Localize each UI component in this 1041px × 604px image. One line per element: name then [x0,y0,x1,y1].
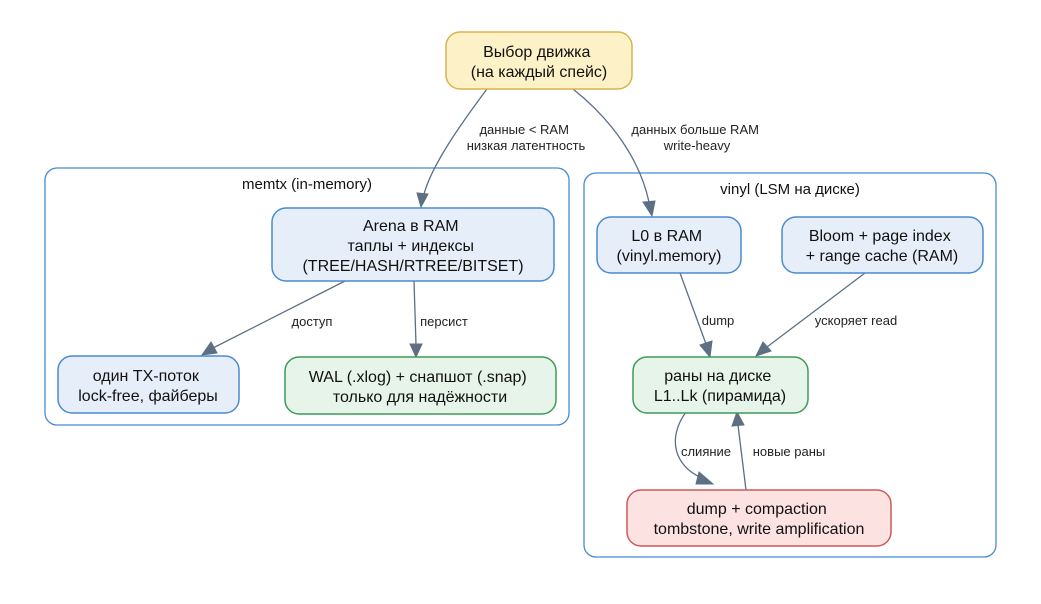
node-bloom-line-1: Bloom + page index [809,228,951,245]
edge-persist-arrow [409,343,423,359]
node-wal: WAL (.xlog) + снапшот (.snap) только для… [284,356,557,415]
edge-dump-line [679,272,707,345]
edge-dump-label: dump [702,313,735,328]
node-compaction: dump + compaction tombstone, write ampli… [626,489,892,547]
node-runs-box [632,356,809,414]
node-single-tx-box [57,355,240,414]
edge-speeds-read-label: ускоряет read [815,313,897,328]
node-l0-line-2: (vinyl.memory) [617,248,722,265]
node-engine-choice-box [445,31,633,90]
node-single-tx-line-2: lock-free, файберы [78,388,218,405]
edge-access-arrow [200,341,218,356]
node-engine-choice-line-2: (на каждый спейс) [471,64,608,81]
edge-to-memtx-label-line-1: данные < RAM [479,122,568,137]
node-arena-line-2: таплы + индексы [348,238,474,255]
node-l0-box [596,216,742,274]
edge-access-label: доступ [292,314,333,329]
node-runs-line-2: L1..Lk (пирамида) [654,388,786,405]
node-wal-line-1: WAL (.xlog) + снапшот (.snap) [309,369,527,386]
node-wal-box [284,356,557,415]
edge-speeds-read-line [766,272,866,348]
node-l0-text: L0 в RAM (vinyl.memory) [617,228,722,265]
edge-to-vinyl-label-line-1: данных больше RAM [631,122,759,137]
node-runs: раны на диске L1..Lk (пирамида) [632,356,809,414]
edge-to-memtx-line [423,88,488,195]
edge-merge: слияние [674,411,731,485]
node-bloom-text: Bloom + page index + range cache (RAM) [806,228,959,265]
edge-access: доступ [200,280,346,356]
node-compaction-box [626,489,892,547]
node-l0: L0 в RAM (vinyl.memory) [596,216,742,274]
edge-to-vinyl-line [572,88,650,203]
edge-dump: dump [679,272,735,359]
edge-to-memtx: данные < RAM низкая латентность [416,88,586,209]
edge-merge-arrow [695,471,715,485]
edge-to-vinyl: данных больше RAM write-heavy [572,88,762,218]
node-compaction-line-2: tombstone, write amplification [654,521,865,538]
node-single-tx-text: один TX-поток lock-free, файберы [78,368,218,405]
edge-speeds-read: ускоряет read [755,272,897,357]
node-compaction-line-1: dump + compaction [687,501,827,518]
edge-new-runs-label: новые раны [753,444,825,459]
node-wal-line-2: только для надёжности [333,389,507,406]
node-bloom-box [781,216,984,274]
node-bloom-line-2: + range cache (RAM) [806,248,959,265]
node-l0-line-1: L0 в RAM [631,228,702,245]
node-arena-text: Arena в RAM таплы + индексы (TREE/HASH/R… [302,218,523,275]
edge-to-memtx-arrow [416,192,429,209]
cluster-memtx-label: memtx (in-memory) [242,176,372,193]
edge-to-vinyl-label: данных больше RAM write-heavy [631,122,762,153]
node-engine-choice: Выбор движка (на каждый спейс) [445,31,633,90]
node-arena-line-1: Arena в RAM [363,218,459,235]
node-single-tx: один TX-поток lock-free, файберы [57,355,240,414]
edge-speeds-read-arrow [755,341,772,357]
node-runs-text: раны на диске L1..Lk (пирамида) [654,368,786,405]
node-single-tx-line-1: один TX-поток [93,368,200,385]
edge-new-runs: новые раны [731,410,825,491]
edge-to-vinyl-label-line-2: write-heavy [663,138,731,153]
edge-dump-arrow [699,340,713,359]
node-arena-line-3: (TREE/HASH/RTREE/BITSET) [302,258,523,275]
edge-persist-label: персист [420,314,468,329]
node-arena: Arena в RAM таплы + индексы (TREE/HASH/R… [271,207,555,282]
node-arena-box [271,207,555,282]
edge-persist: персист [409,280,468,359]
edge-to-memtx-label: данные < RAM низкая латентность [467,122,586,153]
edge-new-runs-line [737,424,747,491]
edge-to-vinyl-arrow [642,200,656,218]
node-wal-text: WAL (.xlog) + снапшот (.snap) только для… [309,369,531,406]
node-engine-choice-text: Выбор движка (на каждый спейс) [471,44,608,81]
edge-new-runs-arrow [731,410,745,427]
node-compaction-text: dump + compaction tombstone, write ampli… [654,501,865,538]
edge-access-line [212,280,346,349]
cluster-vinyl-label: vinyl (LSM на диске) [720,181,860,198]
edge-merge-label: слияние [681,444,731,459]
node-engine-choice-line-1: Выбор движка [483,44,590,61]
node-bloom: Bloom + page index + range cache (RAM) [781,216,984,274]
edge-to-memtx-label-line-2: низкая латентность [467,138,586,153]
node-runs-line-1: раны на диске [664,368,771,385]
edge-persist-line [413,280,417,346]
edge-merge-line [674,411,703,479]
